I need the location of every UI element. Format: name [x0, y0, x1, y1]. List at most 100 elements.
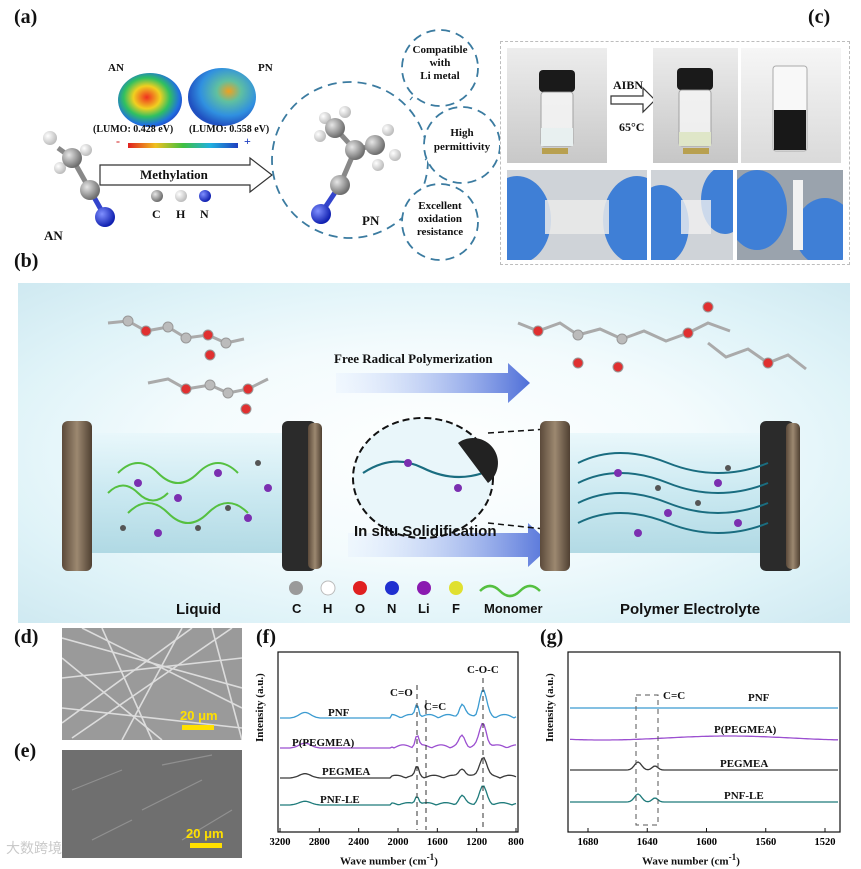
- g-peak-cc: C=C: [663, 690, 686, 702]
- property-oxidation: Excellent oxidation resistance: [416, 200, 464, 238]
- aibn-arrow: [610, 86, 656, 114]
- g-xlabel: Wave number (cm-1): [642, 852, 740, 868]
- aibn-label: AIBN: [613, 78, 644, 92]
- esp-color-scale: [128, 143, 238, 148]
- f-series-label-pegmea: PEGMEA: [322, 766, 371, 778]
- f-series-label-ppegmea: P(PEGMEA): [292, 737, 355, 749]
- scalebar-e: 20 μm: [186, 826, 224, 841]
- tick-label: 1600: [696, 837, 717, 848]
- solidification-label: In situ Solidification: [354, 523, 497, 540]
- property-permittivity: High permittivity: [433, 127, 491, 153]
- f-ylabel: Intensity (a.u.): [254, 673, 266, 742]
- spectrum-line: [280, 722, 517, 749]
- sem-image-fibers: 20 μm: [62, 628, 242, 740]
- pn-map-label: PN: [258, 62, 273, 74]
- tick-label: 1680: [578, 837, 599, 848]
- panel-c-label: (c): [808, 6, 831, 28]
- an-molecule: [43, 131, 115, 227]
- tick-label: 1200: [466, 837, 487, 848]
- photo-stretch-1: [507, 170, 647, 260]
- polymer-cell: [540, 421, 800, 571]
- panel-g-label: (g): [540, 626, 564, 648]
- g-peak-box: [635, 694, 659, 826]
- tick-label: 3200: [270, 837, 291, 848]
- liquid-label: Liquid: [176, 601, 221, 618]
- spectrum-line: [280, 785, 517, 806]
- temperature-label: 65°C: [619, 120, 645, 134]
- f-xlabel: Wave number (cm-1): [340, 852, 438, 868]
- panel-a-figure: [43, 29, 500, 261]
- spectrum-line: [570, 761, 838, 771]
- polymer-electrolyte-label: Polymer Electrolyte: [620, 601, 761, 618]
- pn-molecule-label: PN: [362, 213, 380, 228]
- tick-label: 2000: [388, 837, 409, 848]
- methylation-arrow: [99, 156, 273, 194]
- g-series-label-pnfle: PNF-LE: [724, 790, 764, 802]
- panel-a: (a): [0, 0, 500, 262]
- legend-label-c: C: [292, 601, 302, 616]
- tick-label: 1560: [755, 837, 776, 848]
- photo-vial-liquid: [507, 48, 607, 163]
- polymerization-label: Free Radical Polymerization: [334, 351, 493, 366]
- property-circle-oxidation: [401, 183, 479, 261]
- panel-b: Free Radical Polymerization In situ Soli…: [18, 283, 850, 623]
- ftir-chart-f: 3200 2800 2400 2000 1600 1200 800: [270, 651, 524, 848]
- legend-label-o: O: [355, 601, 366, 616]
- scale-minus: -: [116, 134, 120, 148]
- legend-c: C: [152, 207, 161, 221]
- f-peak-coc: C-O-C: [467, 664, 499, 676]
- element-legend: [289, 580, 541, 598]
- an-lumo-value: (LUMO: 0.428 eV): [93, 124, 174, 135]
- property-compatible: Compatible with Li metal: [412, 44, 468, 82]
- tick-label: 2400: [348, 837, 369, 848]
- legend-n-ball: [199, 190, 211, 202]
- tick-label: 1600: [427, 837, 448, 848]
- spectrum-line: [570, 793, 838, 803]
- photo-black-gel: [741, 48, 841, 163]
- legend-label-h: H: [323, 601, 333, 616]
- panel-f-label: (f): [256, 626, 276, 648]
- pn-esp-map: [188, 68, 256, 126]
- g-series-label-ppegmea: P(PEGMEA): [714, 724, 777, 736]
- polymerization-arrow: [336, 363, 530, 403]
- f-series-label-pnf: PNF: [328, 707, 350, 719]
- scale-plus: +: [244, 134, 251, 148]
- tick-label: 2800: [309, 837, 330, 848]
- photo-vial-gel: [653, 48, 738, 163]
- pn-lumo-value: (LUMO: 0.558 eV): [189, 124, 270, 135]
- legend-label-n: N: [387, 601, 397, 616]
- f-peak-cc: C=C: [424, 701, 447, 713]
- watermark: 大数跨境: [6, 841, 62, 857]
- an-esp-map: [118, 73, 182, 127]
- scalebar-d: 20 μm: [180, 708, 218, 723]
- legend-n: N: [200, 207, 209, 221]
- tick-label: 800: [508, 837, 524, 848]
- property-circle-compatible: [401, 29, 479, 107]
- monomer-molecules: [107, 301, 807, 415]
- an-map-label: AN: [108, 62, 124, 74]
- panel-c: AIBN 65°C: [500, 41, 850, 265]
- panel-b-figure: [62, 301, 807, 598]
- zoom-circle: [352, 417, 494, 539]
- legend-h: H: [176, 207, 186, 221]
- panel-b-label: (b): [14, 250, 39, 272]
- panel-d-label: (d): [14, 626, 39, 648]
- spectrum-line: [280, 689, 517, 719]
- legend-h-ball: [175, 190, 187, 202]
- panel-e-label: (e): [14, 740, 37, 762]
- ftir-f-ticks: 3200 2800 2400 2000 1600 1200 800: [270, 828, 524, 848]
- pn-molecule: [311, 106, 401, 224]
- legend-label-li: Li: [418, 601, 430, 616]
- panel-a-label: (a): [14, 6, 38, 28]
- legend-label-f: F: [452, 601, 460, 616]
- sem-image-film: 20 μm: [62, 750, 242, 858]
- methylation-label: Methylation: [140, 167, 208, 182]
- ftir-f-series: [280, 689, 517, 806]
- g-series-label-pegmea: PEGMEA: [720, 758, 769, 770]
- property-circle-permittivity: [423, 106, 500, 184]
- tick-label: 1640: [637, 837, 658, 848]
- spectrum-line: [570, 735, 838, 741]
- spectrum-line: [280, 756, 517, 779]
